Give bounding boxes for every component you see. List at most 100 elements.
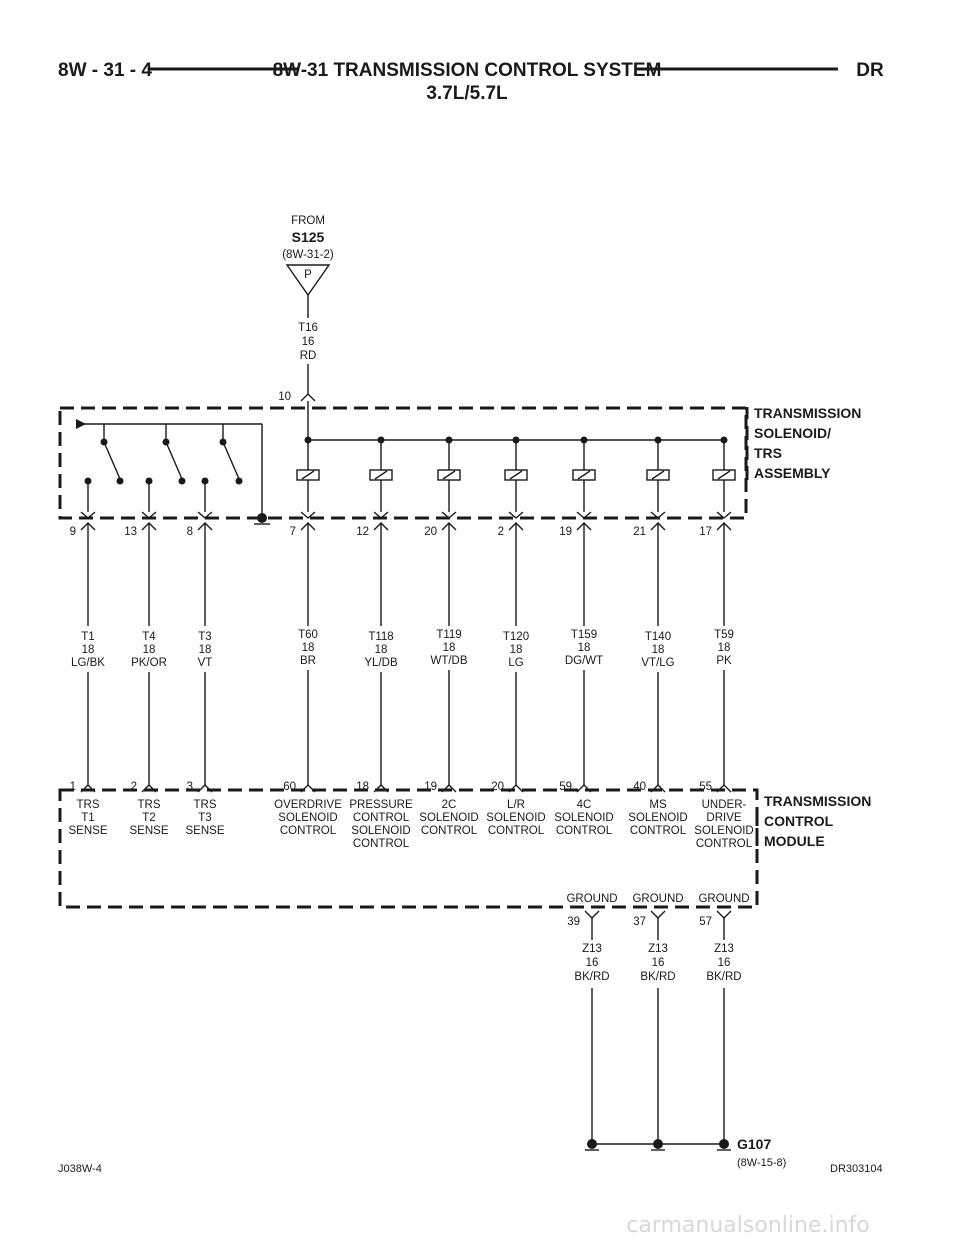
assembly-pin-number: 8: [187, 526, 193, 538]
assembly-pin-number: 17: [699, 526, 712, 538]
wire-color: VT: [198, 657, 213, 669]
circuit-wires: 9T118LG/BK1TRST1SENSE13T418PK/OR2TRST2SE…: [69, 511, 754, 850]
solenoid-trs-assembly: TRANSMISSION SOLENOID/ TRS ASSEMBLY: [58, 401, 861, 525]
page-header: 8W - 31 - 4 8W-31 TRANSMISSION CONTROL S…: [58, 60, 884, 104]
wire-gauge: 18: [302, 642, 315, 654]
from-label: FROM: [291, 215, 325, 227]
solenoids: [87, 436, 736, 512]
footer-right-code: DR303104: [830, 1163, 883, 1175]
wire-circuit: T59: [714, 629, 734, 641]
splice-symbol-letter: P: [304, 269, 312, 281]
assembly-pin-number: 12: [356, 526, 369, 538]
ground-wire-color: BK/RD: [574, 971, 609, 983]
page-subtitle: 3.7L/5.7L: [426, 83, 508, 104]
module-function-text: CONTROL: [488, 825, 545, 837]
module-function-text: SOLENOID: [694, 825, 753, 837]
module-function-text: CONTROL: [280, 825, 337, 837]
ground-label: GROUND: [632, 893, 683, 905]
ground-label: GROUND: [566, 893, 617, 905]
module-function-text: SENSE: [69, 825, 108, 837]
module-pin-number: 3: [187, 781, 193, 793]
wire-gauge: 18: [510, 644, 523, 656]
ground-pin-number: 39: [567, 916, 580, 928]
wire-circuit: T1: [81, 631, 94, 643]
module-function-text: SOLENOID: [419, 812, 478, 824]
wire-circuit: T118: [368, 631, 393, 643]
wire-color: PK/OR: [131, 657, 167, 669]
wire-color: WT/DB: [430, 655, 467, 667]
splice-symbol: [285, 264, 331, 297]
wire-color: DG/WT: [565, 655, 603, 667]
module-function-text: T3: [198, 812, 211, 824]
wire-color: LG: [508, 657, 523, 669]
bus-splice-dot: [445, 436, 453, 444]
model-code: DR: [856, 60, 884, 81]
trs-switch-1: [84, 424, 124, 485]
module-pin-number: 20: [491, 781, 504, 793]
wire-gauge: 18: [578, 642, 591, 654]
ground-circuits: GROUND39Z1316BK/RDGROUND37Z1316BK/RDGROU…: [566, 893, 750, 1151]
assembly-pin-terminal: [576, 511, 592, 519]
page-number: 8W - 31 - 4: [58, 60, 152, 81]
source-wire-circuit: T16: [298, 322, 318, 334]
module-boundary: [58, 788, 759, 909]
module-function-text: SOLENOID: [554, 812, 613, 824]
wire-color: VT/LG: [641, 657, 674, 669]
assembly-pin-terminal: [373, 511, 389, 519]
ground-point: G107 (8W-15-8): [592, 1136, 786, 1169]
assembly-name-line2: SOLENOID/: [754, 425, 831, 441]
module-name-line2: CONTROL: [764, 813, 834, 829]
module-function-text: CONTROL: [353, 838, 410, 850]
bus-splice-dot: [654, 436, 662, 444]
assembly-boundary: [58, 406, 748, 520]
module-function-text: CONTROL: [696, 838, 753, 850]
wire-color: YL/DB: [364, 657, 398, 669]
module-function-text: 4C: [577, 799, 592, 811]
module-function-text: SENSE: [130, 825, 169, 837]
assembly-pin-terminal: [141, 511, 157, 519]
wire-color: LG/BK: [71, 657, 105, 669]
ground-wire-gauge: 16: [586, 957, 599, 969]
module-function-text: OVERDRIVE: [274, 799, 342, 811]
wire-circuit: T120: [503, 631, 529, 643]
module-function-text: T1: [81, 812, 94, 824]
source-connector: [300, 393, 316, 402]
module-function-text: CONTROL: [421, 825, 478, 837]
module-function-text: SOLENOID: [351, 825, 410, 837]
wire-circuit: T60: [298, 629, 318, 641]
wire-circuit: T4: [142, 631, 156, 643]
module-function-text: SOLENOID: [628, 812, 687, 824]
bus-splice-dot: [377, 436, 385, 444]
splice-id: S125: [292, 229, 325, 245]
assembly-pin-number: 7: [290, 526, 296, 538]
assembly-pin-terminal: [650, 511, 666, 519]
assembly-pin-terminal: [716, 511, 732, 519]
module-function-text: CONTROL: [556, 825, 613, 837]
assembly-pin-terminal: [300, 511, 316, 519]
module-function-text: T2: [142, 812, 155, 824]
assembly-pin-number: 13: [124, 526, 137, 538]
wire-color: BR: [300, 655, 316, 667]
ground-wire-circuit: Z13: [582, 943, 602, 955]
module-name-line1: TRANSMISSION: [764, 793, 871, 809]
assembly-pin-number: 2: [498, 526, 504, 538]
assembly-pin-terminal: [80, 511, 96, 519]
assembly-pin-number: 19: [559, 526, 572, 538]
wire-gauge: 18: [443, 642, 456, 654]
module-function-text: CONTROL: [353, 812, 410, 824]
module-function-text: L/R: [507, 799, 525, 811]
module-pin-number: 1: [70, 781, 76, 793]
module-function-text: MS: [649, 799, 667, 811]
ground-wire-circuit: Z13: [648, 943, 668, 955]
splice-ref: (8W-31-2): [282, 249, 334, 261]
bus-splice-dot: [304, 436, 312, 444]
